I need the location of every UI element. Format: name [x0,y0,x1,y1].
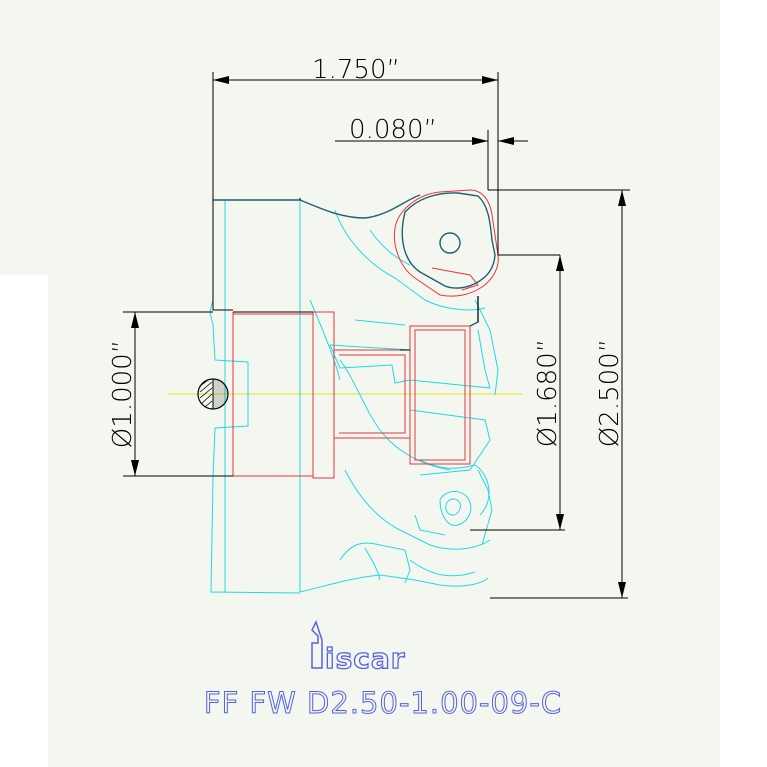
iscar-logo: iscar [311,620,406,676]
brand-logo-text: iscar [325,642,406,675]
bore-section-outline [232,189,499,479]
dim-cutter-diameter: Ø2.500” [595,339,625,447]
dimension-lines [123,72,630,599]
arrowheads [131,76,626,598]
bore-symbol [197,378,229,410]
dim-bore-diameter: Ø1.000” [108,340,138,448]
dim-overall-length: 1.750” [312,55,400,85]
cutter-body-outline [209,200,499,594]
dim-insert-offset: 0.080” [349,115,437,145]
dim-hub-diameter: Ø1.680” [533,339,563,447]
part-number: FF FW D2.50-1.00-09-C [204,686,562,720]
sheet-panel-main [48,0,720,767]
